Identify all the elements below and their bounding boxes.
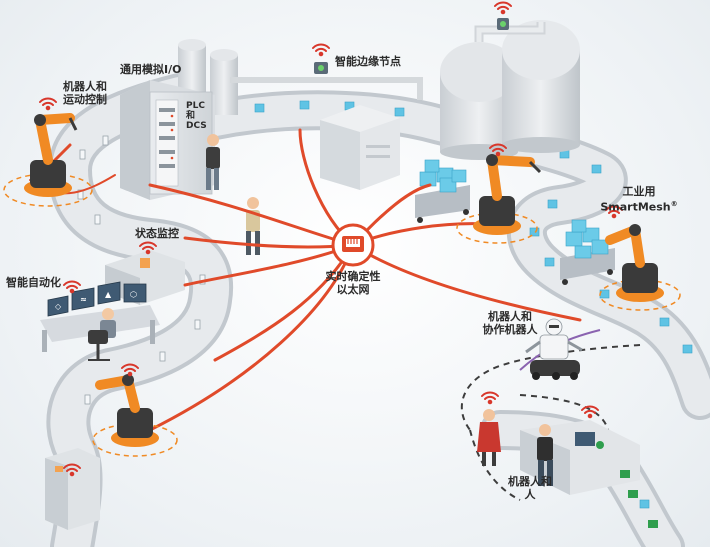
wifi-icon xyxy=(63,463,81,477)
robot-motion-line-2: 运动控制 xyxy=(63,93,107,106)
plc-line-3: DCS xyxy=(186,121,207,131)
wifi-icon xyxy=(139,241,157,255)
process-machine xyxy=(320,105,400,190)
collaborative-robot xyxy=(525,318,583,380)
operator-workstation: ◇ ≈ ▲ ⬡ xyxy=(40,281,160,361)
robot-arm-bottom-left xyxy=(95,374,159,447)
plc-dcs-cabinet xyxy=(120,80,215,200)
wifi-icon xyxy=(39,97,57,111)
cobot-label: 机器人和 协作机器人 xyxy=(470,310,550,336)
plc-line-2: 和 xyxy=(186,111,196,121)
ethernet-line-1: 实时确定性 xyxy=(325,270,381,283)
robot-arm-center-right xyxy=(473,154,542,235)
storage-tanks xyxy=(440,20,580,160)
robot-human-line-2: 人 xyxy=(524,488,536,501)
smartmesh-line-1: 工业用 xyxy=(622,185,656,198)
svg-text:⬡: ⬡ xyxy=(130,290,137,299)
smart-automation-label: 智能自动化 xyxy=(6,276,61,289)
robot-human-line-1: 机器人和 xyxy=(508,475,552,488)
svg-text:▲: ▲ xyxy=(105,290,112,299)
robot-human-label: 机器人和 人 xyxy=(500,475,560,501)
smartmesh-name: SmartMesh xyxy=(600,200,671,214)
ethernet-hub xyxy=(331,223,375,267)
plc-dcs-label: PLC 和 DCS xyxy=(186,101,207,131)
robot-arm-smartmesh xyxy=(605,224,664,302)
wifi-icon xyxy=(312,43,330,57)
state-monitor-label: 状态监控 xyxy=(135,227,179,240)
svg-text:≈: ≈ xyxy=(80,295,87,304)
cobot-line-2: 协作机器人 xyxy=(482,323,538,336)
ethernet-line-2: 以太网 xyxy=(336,283,370,296)
wifi-icon xyxy=(121,363,139,377)
ethernet-label: 实时确定性 以太网 xyxy=(318,270,388,296)
smartmesh-label: 工业用 SmartMesh® xyxy=(600,185,678,214)
wifi-icon xyxy=(581,405,599,419)
plc-line-1: PLC xyxy=(186,101,205,111)
cart-boxes-top xyxy=(415,159,470,223)
ethernet-port-icon xyxy=(342,236,364,252)
smartmesh-line-2: SmartMesh® xyxy=(600,198,678,214)
people xyxy=(206,134,553,486)
wifi-icon xyxy=(481,391,499,405)
packaging-machine xyxy=(45,448,100,530)
robot-arm-motion-control xyxy=(24,113,78,197)
robot-motion-label: 机器人和 运动控制 xyxy=(55,80,115,106)
svg-text:◇: ◇ xyxy=(55,302,62,311)
wifi-icon xyxy=(605,205,623,219)
cobot-line-1: 机器人和 xyxy=(488,310,532,323)
cart-boxes-right xyxy=(560,219,615,285)
edge-node-label: 智能边缘节点 xyxy=(335,55,401,68)
wifi-icon xyxy=(494,1,512,15)
wifi-icon xyxy=(489,143,507,157)
robot-motion-line-1: 机器人和 xyxy=(63,80,107,93)
wifi-icon xyxy=(63,280,81,294)
edge-node-device xyxy=(314,18,509,74)
registered-mark: ® xyxy=(670,200,678,208)
general-io-label: 通用模拟I/O xyxy=(120,63,182,76)
